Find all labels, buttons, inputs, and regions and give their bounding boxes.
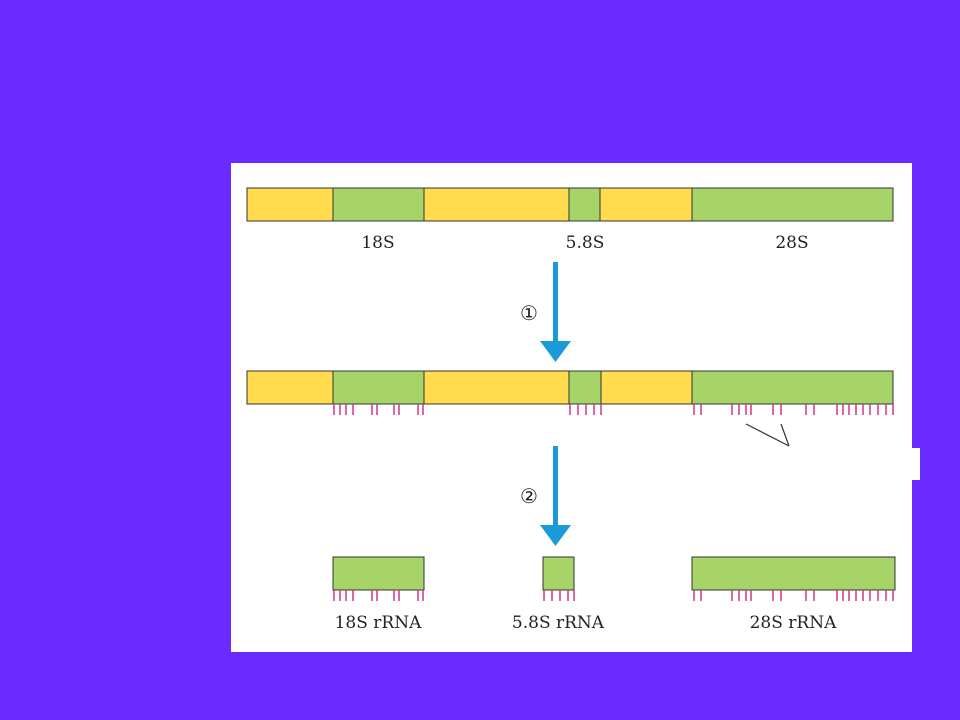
methylated-transcript [246,370,894,447]
rrna-segment-18s [332,187,425,222]
rrna-segment-5-8s [568,370,602,405]
label-18s-rrna: 18S rRNA [335,613,422,633]
panel-tab [912,448,920,480]
spacer-segment [246,370,334,405]
label-28s: 28S [775,233,808,253]
callout-lines [745,423,790,447]
label-5-8s-rrna: 5.8S rRNA [512,613,605,633]
step-2-number: ② [520,484,538,508]
down-arrow-icon [540,446,571,546]
spacer-segment [600,370,693,405]
label-28s-rrna: 28S rRNA [750,613,837,633]
spacer-segment [423,370,570,405]
methylation-ticks [333,590,894,601]
spacer-segment [423,187,570,222]
step-1: ① [520,262,571,362]
spacer-segment [599,187,693,222]
rrna-segment-18s [332,370,425,405]
down-arrow-icon [540,262,571,362]
methylation-ticks [333,404,894,415]
rrna-segment-5-8s [568,187,601,222]
spacer-segment [246,187,334,222]
step-2: ② [520,446,571,546]
product-28s-rrna [691,556,896,591]
label-5-8s: 5.8S [566,233,605,253]
rrna-segment-28s [691,187,894,222]
primary-transcript: 18S 5.8S 28S [246,187,894,253]
rrna-segment-28s [691,370,894,405]
step-1-number: ① [520,301,538,325]
product-18s-rrna [332,556,425,591]
label-18s: 18S [361,233,394,253]
product-5-8s-rrna [542,556,575,591]
mature-rrnas: 18S rRNA 5.8S rRNA 28S rRNA [332,556,896,633]
